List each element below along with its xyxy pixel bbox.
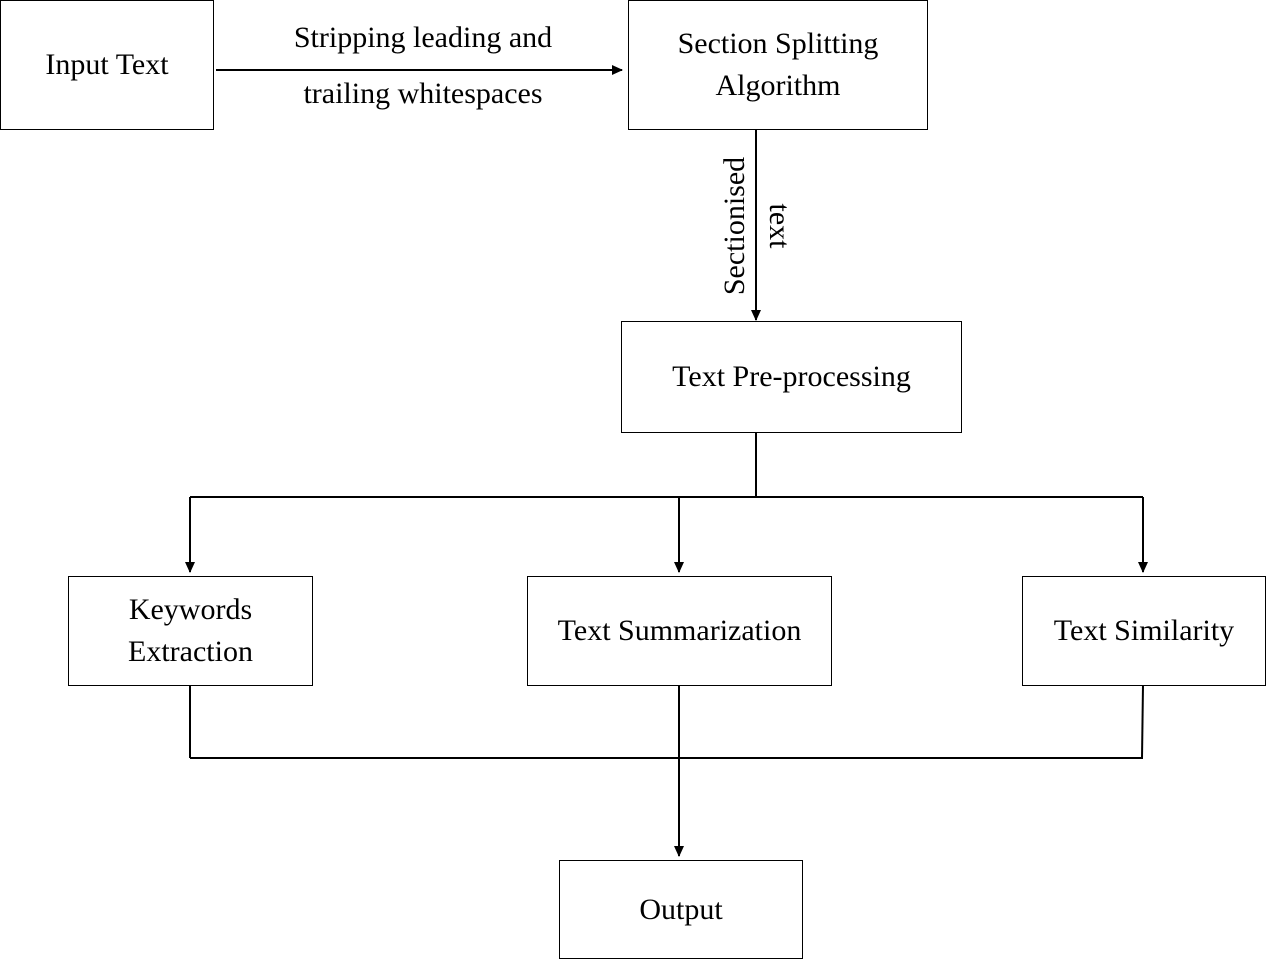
text-similarity-label: Text Similarity [1053,614,1235,647]
section-splitting-box: Section Splitting Algorithm [628,0,928,130]
text-summarization-box: Text Summarization [527,576,832,686]
keywords-extraction-box: Keywords Extraction [68,576,313,686]
connector-similarity-down [1141,684,1144,759]
sectionised-text-label-line1: Sectionised [718,156,751,296]
text-preprocessing-box: Text Pre-processing [621,321,962,433]
input-text-label: Input Text [45,48,169,81]
stripping-label-line1: Stripping leading and [293,21,553,54]
output-label: Output [639,892,723,926]
keywords-extraction-label-line1: Keywords [128,593,253,626]
text-summarization-label: Text Summarization [557,614,802,647]
text-similarity-box: Text Similarity [1022,576,1266,686]
text-preprocessing-label: Text Pre-processing [672,360,911,393]
keywords-extraction-label-line2: Extraction [128,635,253,668]
stripping-label-line2: trailing whitespaces [303,77,543,110]
output-box: Output [559,860,803,959]
sectionised-text-label-line2: text [763,203,796,249]
section-splitting-label-line2: Algorithm [715,69,841,102]
stripping-whitespace-label: Stripping leading and trailing whitespac… [223,10,623,122]
input-text-box: Input Text [0,0,214,130]
section-splitting-label-line1: Section Splitting [677,27,879,60]
